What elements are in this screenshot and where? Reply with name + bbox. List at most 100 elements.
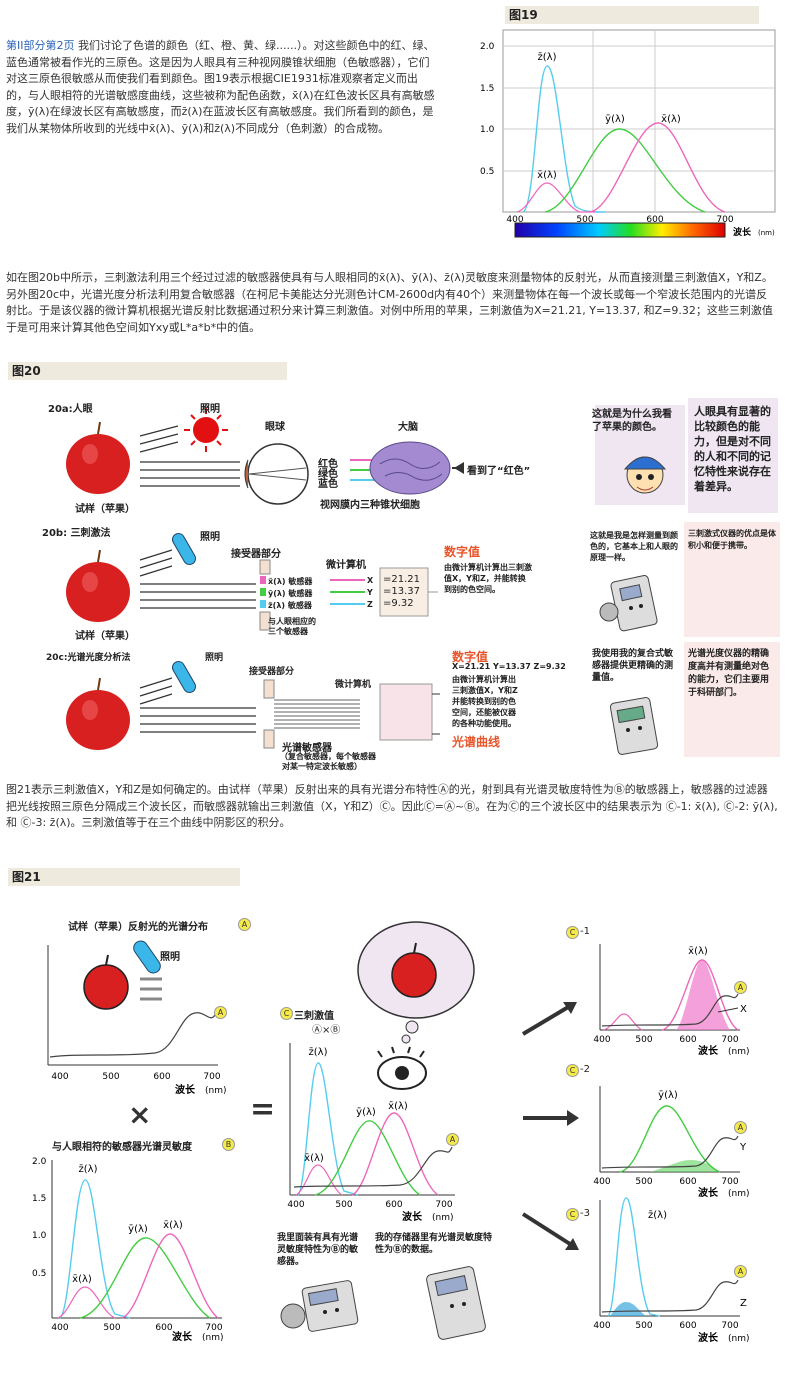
fig19-xtick: 600 [646,215,663,225]
fig21-xtick: 600 [679,1035,696,1045]
fig21-tri-zlabel: z̄(λ) [309,1047,328,1058]
fig20c-values: X=21.21 Y=13.37 Z=9.32 [452,662,566,671]
fig21-xtick: 600 [155,1323,172,1333]
fig20b-computer: 微计算机 [326,560,366,571]
light-icon [193,417,219,443]
fig21-axb: Ⓐ×Ⓑ [312,1025,341,1036]
fig20c-sensor: 光谱敏感器 [282,743,332,754]
fig21-c2-spec-badge: A [734,1121,747,1134]
fig21-xunit: (nm) [728,1334,750,1344]
fig21-c1-badge: C [566,926,579,939]
fig21-sens-title: 与人眼相符的敏感器光谱灵敏度 [52,1142,192,1153]
fig19-xtick: 700 [716,215,733,225]
fig21-c3-spec [601,1279,739,1313]
fig21-c1-shaded-area [676,960,730,1030]
apple-icon [66,562,130,622]
fig19-label-x: x̄(λ) [661,114,681,125]
fig19-ytick: 2.0 [480,42,495,52]
fig19-xbar-small-curve [516,182,595,213]
fig21-xunit: (nm) [728,1047,750,1057]
fig20c-digital-desc: 由微计算机计算出三刺激值X，Y和Z并能转换到别的色空间，还能被仪器的各种功能使用… [452,675,518,728]
fig21-c1-spec-badge: A [734,981,747,994]
fig20a-light-label: 照明 [200,404,220,415]
fig21-arrows [521,1002,579,1250]
fig21-tri-xbar [351,1112,439,1196]
fig21-xtick: 700 [203,1072,220,1082]
fig21-xunit: (nm) [202,1333,224,1342]
fig21-tri-xlabel: x̄(λ) [388,1101,408,1112]
fig19-label-y: ȳ(λ) [605,114,625,125]
fig20c-instrument [609,697,659,755]
fig21-xtick: 500 [102,1072,119,1082]
fig20b-sample: 试样（苹果） [75,631,135,642]
intro-link[interactable]: 第II部分第2页 [6,39,75,52]
fig19-xbar-curve [589,122,726,213]
fig20c-sensor-note1: （复合敏感器，每个敏感器 [280,752,376,761]
fig21-xlabel: 波长 [175,1083,196,1096]
fig20a-green: 绿色 [318,469,338,480]
fig21-c1-X: X [740,1004,747,1015]
fig19-ytick: 1.0 [480,125,495,135]
fig20b-s3: z̄(λ) 敏感器 [268,601,312,610]
fig19-xtick: 400 [506,215,523,225]
para2: 如在图20b中所示，三刺激法利用三个经过过滤的敏感器使具有与人眼相同的x̄(λ)… [6,271,773,334]
fig21-c3-label: -3 [580,1208,590,1219]
fig21-sens-xlabel-small: x̄(λ) [72,1274,92,1285]
fig21-c1-chart: x̄(λ) X 400 500 600 700 波长 (nm) [593,944,750,1057]
fig21-bubble2: 我的存储器里有光谱灵敏度特性为Ⓑ的数据。 [375,1233,493,1255]
fig20b-o1: X [367,576,374,585]
fig20c-computer: 微计算机 [335,680,372,690]
fig21-c2-badge: C [566,1064,579,1077]
fig21-instrument1 [280,1280,359,1332]
fig21-xlabel: 波长 [172,1330,193,1342]
fig20b-side-box [684,522,780,637]
lamp-icon [133,940,161,974]
fig21-xunit: (nm) [205,1086,227,1096]
fig21-xtick: 500 [635,1035,652,1045]
fig19-chart: 2.0 1.5 1.0 0.5 z̄(λ) ȳ(λ) x̄(λ) x̄(λ) 4… [480,29,776,238]
fig20a-sample: 试样（苹果） [75,504,135,515]
eye-icon [247,443,309,505]
fig19-title: 图19 [505,6,759,24]
fig20c-computer-box [379,683,433,741]
fig21-xtick: 500 [635,1177,652,1187]
fig21-times: × [128,1098,152,1131]
fig21-bubble1: 我里面装有具有光谱灵敏度特性为Ⓑ的敏感器。 [277,1233,359,1267]
fig20b-s1: x̄(λ) 敏感器 [268,577,313,586]
fig19-label-z: z̄(λ) [538,52,557,63]
para3: 图21表示三刺激值X，Y和Z是如何确定的。由试样（苹果）反射出来的具有光谱分布特… [6,783,778,829]
fig21-light: 照明 [160,952,180,963]
fig21-sens-xbar-small [57,1286,116,1319]
fig20b-instrument [599,575,658,632]
fig21-xtick: 700 [721,1035,738,1045]
fig20c-title: 20c:光谱光度分析法 [46,653,131,663]
fig21-equals: = [250,1092,276,1127]
fig21-sens-xbar [121,1233,219,1319]
fig21-thought-bubble [357,921,475,1090]
fig20b-side: 三刺激式仪器的优点是体积小和便于携带。 [688,529,776,550]
fig19-zbar-curve [522,65,606,213]
fig21-xtick: 500 [103,1323,120,1333]
instrument-icon [609,697,659,755]
instrument-icon [301,1280,359,1332]
fig21-xtick: 600 [153,1072,170,1082]
instrument-icon [610,575,658,632]
fig21-ytick: 0.5 [32,1269,46,1279]
fig20b-v3: =9.32 [383,598,414,609]
fig20c-curve: 光谱曲线 [452,735,501,749]
fig19-xtick: 500 [576,215,593,225]
fig21-xlabel: 波长 [698,1331,719,1344]
fig21-c2-spec [601,1135,739,1169]
fig21-xtick: 700 [721,1177,738,1187]
fig21-xtick: 400 [593,1321,610,1331]
fig20a-eye-label: 眼球 [265,422,285,433]
fig21-tri-chart: z̄(λ) x̄(λ) ȳ(λ) x̄(λ) 400 500 600 700 波… [287,1043,455,1223]
fig21-xtick: 600 [385,1200,402,1210]
fig20c-light: 照明 [205,653,224,663]
fig21-c1-label: -1 [580,926,590,937]
fig20a-bubble: 这就是为什么我看了苹果的颜色。 [592,409,672,433]
fig20b-diagram [66,532,438,631]
fig21-xtick: 600 [679,1321,696,1331]
fig21-tri-ylabel: ȳ(λ) [356,1107,376,1118]
fig21-tri-spec [293,1146,453,1188]
